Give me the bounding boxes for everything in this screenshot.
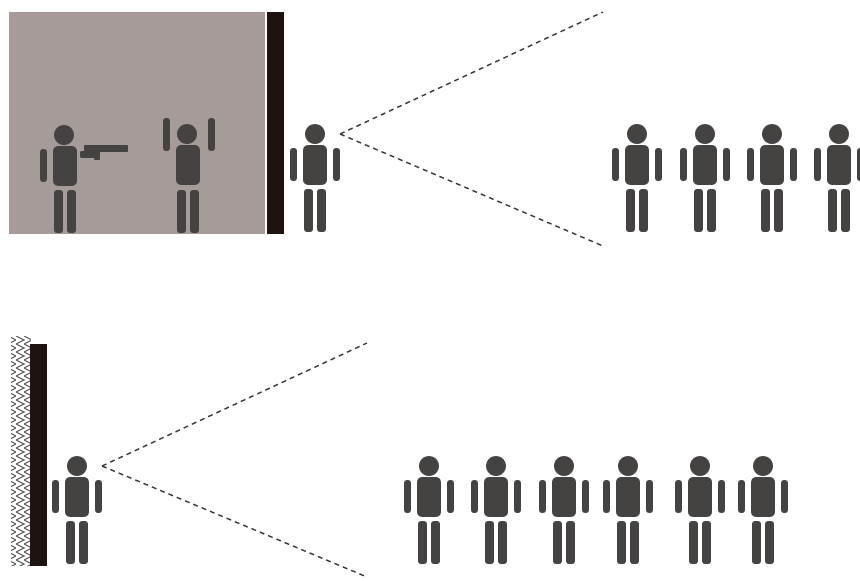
crowd-bottom <box>404 456 788 564</box>
sight-line-upper <box>340 12 603 134</box>
observer-figure-top <box>290 124 340 232</box>
room-wall-top <box>267 12 284 234</box>
sight-line-lower-bottom <box>102 466 367 577</box>
person-figure <box>539 456 589 564</box>
person-figure <box>680 124 730 232</box>
person-figure <box>612 124 662 232</box>
pistol-icon <box>84 145 128 152</box>
person-figure <box>747 124 797 232</box>
sight-line-lower <box>340 134 603 246</box>
person-figure <box>738 456 788 564</box>
person-figure <box>404 456 454 564</box>
hatched-wall-texture <box>11 336 31 566</box>
observer-figure-bottom <box>52 456 102 564</box>
wall-bottom <box>30 344 47 566</box>
person-figure <box>603 456 653 564</box>
bottom-scene <box>11 336 788 577</box>
top-scene <box>9 12 860 246</box>
person-figure <box>814 124 860 232</box>
person-figure <box>471 456 521 564</box>
room-box <box>9 12 265 234</box>
crowd-top <box>612 124 860 232</box>
sight-line-upper-bottom <box>102 343 367 466</box>
person-figure <box>675 456 725 564</box>
